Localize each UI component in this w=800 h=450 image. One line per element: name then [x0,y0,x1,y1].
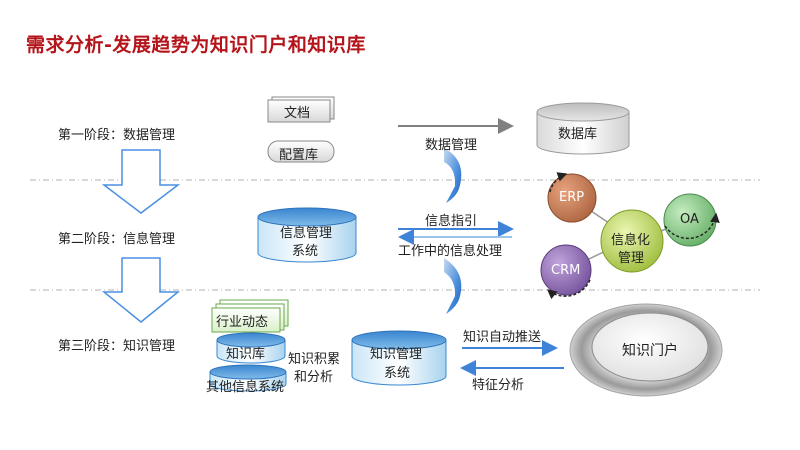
stage-1-label: 第一阶段：数据管理 [58,128,176,143]
config-library-icon [267,140,335,163]
accumulate-label-line2: 和分析 [294,370,334,385]
informatization-label-line2: 管理 [618,251,645,266]
crm-node [540,244,592,296]
erp-label: ERP [559,190,585,205]
knowledge-portal-label: 知识门户 [622,343,678,359]
km-system-label-line2: 系统 [384,366,411,381]
curved-down-arrow-2 [444,258,462,314]
knowledge-base-label: 知识库 [226,347,266,362]
oa-label: OA [680,212,699,227]
crm-orbit-arrow [546,279,591,300]
info-guide-label: 信息指引 [425,214,478,229]
config-library-label: 配置库 [279,148,319,163]
feature-analysis-label: 特征分析 [472,378,525,393]
stage-down-arrow-2 [101,257,181,323]
crm-label: CRM [551,263,581,278]
stage-2-label: 第二阶段：信息管理 [58,232,176,247]
stage-3-label: 第三阶段：知识管理 [58,339,176,354]
database-label: 数据库 [558,127,598,142]
database-cylinder [536,102,630,155]
knowledge-portal-node [569,303,723,397]
other-systems-cylinder [209,364,287,392]
informatization-hub [600,209,664,273]
curved-down-arrow-1 [444,148,462,203]
data-management-label: 数据管理 [425,138,478,153]
info-system-label-line2: 系统 [292,244,319,259]
stage-down-arrow-1 [101,149,181,214]
knowledge-base-cylinder-small [216,332,286,364]
info-system-label-line1: 信息管理 [280,226,333,241]
info-system-cylinder [257,207,357,263]
other-systems-label: 其他信息系统 [206,380,285,395]
industry-news-icon [211,299,289,333]
erp-node [547,173,597,223]
auto-push-label: 知识自动推送 [463,330,542,345]
informatization-label-line1: 信息化 [611,233,651,248]
km-system-cylinder [351,330,447,386]
km-system-label-line1: 知识管理 [370,347,423,362]
documents-label: 文档 [284,106,311,121]
erp-orbit-arrow [549,172,568,193]
work-processing-label: 工作中的信息处理 [398,244,503,259]
accumulate-label-line1: 知识积累 [288,352,341,367]
documents-icon [267,96,335,123]
industry-news-label: 行业动态 [216,315,269,330]
page-title: 需求分析-发展趋势为知识门户和知识库 [26,34,366,56]
